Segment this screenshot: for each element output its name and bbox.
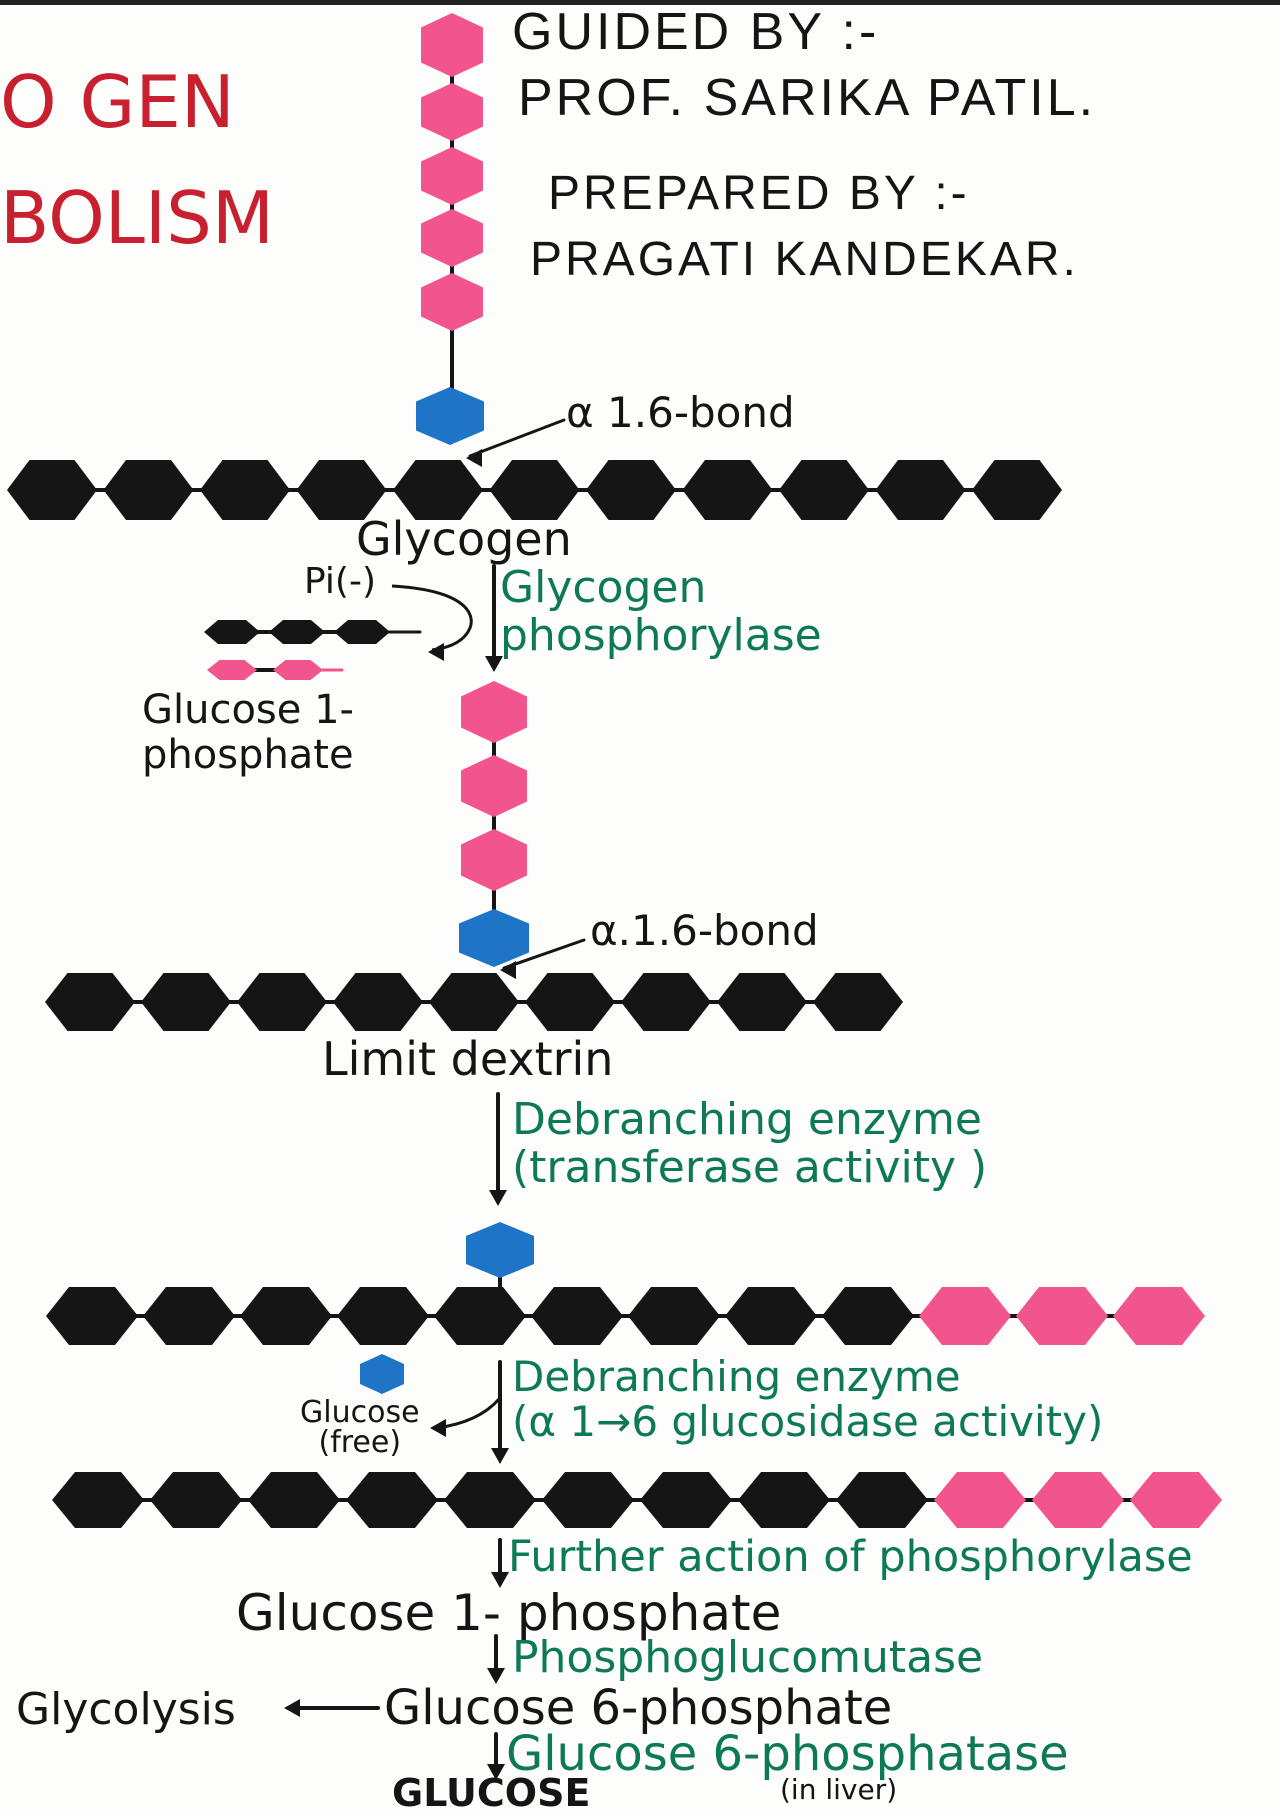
structure-4-main-chain-unit-9 <box>934 1472 1026 1528</box>
glucose-free-label: Glucose (free) <box>300 1395 420 1460</box>
limit-dextrin-main-chain-unit-5 <box>525 973 615 1031</box>
structure-3-main-chain-unit-11 <box>1113 1287 1205 1345</box>
limit-dextrin-main-chain-unit-0 <box>45 973 135 1031</box>
structure-4-main-chain-unit-2 <box>248 1472 340 1528</box>
structure-3-main-chain-unit-8 <box>822 1287 914 1345</box>
phosphoglucomutase-label: Phosphoglucomutase <box>512 1632 984 1683</box>
step-3-arrow-head <box>491 1448 509 1464</box>
glucose-6-phosphate-label: Glucose 6-phosphate <box>384 1680 893 1736</box>
top-border-line <box>0 0 1280 5</box>
structure-4-main-chain-unit-10 <box>1032 1472 1124 1528</box>
glycogen-main-chain-unit-9 <box>875 460 966 520</box>
glycogen-branch-unit-1 <box>421 83 483 141</box>
glycogen-branch-unit-top <box>421 13 483 71</box>
limit-dextrin-branch-unit-2 <box>461 829 527 891</box>
structure-4-main-chain-unit-8 <box>836 1472 928 1528</box>
limit-dextrin-branch-point-unit <box>459 909 529 967</box>
glycogen-branch-point-unit <box>416 387 484 445</box>
alpha-bond-pointer-2 <box>502 938 586 970</box>
step-5-arrow-head <box>487 1668 505 1684</box>
debranching-transferase-label: Debranching enzyme (transferase activity… <box>512 1094 988 1193</box>
guided-by-heading: GUIDED BY :- <box>512 3 880 61</box>
structure-3-main-chain-unit-1 <box>143 1287 235 1345</box>
structure-3-main-chain-unit-10 <box>1016 1287 1108 1345</box>
glycogen-main-chain-unit-3 <box>296 460 387 520</box>
limit-dextrin-main-chain-unit-2 <box>237 973 327 1031</box>
glucose-6-phosphatase-label: Glucose 6-phosphatase <box>506 1726 1069 1782</box>
alpha-bond-label-2: α.1.6-bond <box>590 906 819 955</box>
glycogen-main-chain-unit-2 <box>200 460 290 520</box>
guide-name: PROF. SARIKA PATIL. <box>518 69 1097 127</box>
preparer-name: PRAGATI KANDEKAR. <box>530 233 1079 286</box>
limit-dextrin-main-chain-unit-8 <box>813 973 903 1031</box>
limit-dextrin-main-chain-unit-6 <box>621 973 711 1031</box>
pi-curve-arrow <box>391 584 473 652</box>
glycogen-label: Glycogen <box>356 512 572 566</box>
alpha-bond-pointer-1 <box>468 418 566 458</box>
structure-3-main-chain-unit-4 <box>434 1287 526 1345</box>
glycogen-main-chain-unit-7 <box>682 460 773 520</box>
glycogen-branch-unit-3 <box>421 209 483 267</box>
released-black-chain-unit-1 <box>269 620 325 644</box>
pi-label: Pi(-) <box>304 561 376 602</box>
title-line-2: BOLISM <box>0 176 274 260</box>
glucose-1-phosphate-label: Glucose 1- phosphate <box>236 1584 782 1642</box>
glycogen-phosphorylase-label: Glycogen phosphorylase <box>500 562 822 662</box>
glucose-final-label: GLUCOSE <box>392 1771 591 1815</box>
alpha-bond-pointer-1-head <box>466 449 482 467</box>
structure-3-main-chain-unit-0 <box>46 1287 138 1345</box>
structure-3-main-chain-unit-7 <box>725 1287 817 1345</box>
structure-4-main-chain-unit-7 <box>738 1472 830 1528</box>
step-2-arrow-head <box>489 1190 507 1206</box>
structure-4-main-chain-unit-4 <box>444 1472 536 1528</box>
structure-4-main-chain-unit-5 <box>542 1472 634 1528</box>
glycogen-branch-unit-2 <box>421 147 483 205</box>
structure-3-main-chain-unit-3 <box>337 1287 429 1345</box>
in-liver-label: (in liver) <box>780 1773 898 1806</box>
further-phosphorylase-label: Further action of phosphorylase <box>508 1532 1193 1582</box>
glycogen-branch-unit-4 <box>421 273 483 331</box>
debranching-glucosidase-label: Debranching enzyme (α 1→6 glucosidase ac… <box>512 1352 1104 1447</box>
alpha-bond-label-1: α 1.6-bond <box>566 388 795 437</box>
structure-4-main-chain-unit-0 <box>52 1472 144 1528</box>
limit-dextrin-label: Limit dextrin <box>322 1032 614 1086</box>
free-glucose-unit <box>360 1354 404 1394</box>
glycogen-main-chain-unit-4 <box>393 460 483 520</box>
title-line-1: O GEN <box>0 60 235 144</box>
pi-curve-arrow-head <box>428 643 444 661</box>
alpha-bond-pointer-2-head <box>500 961 516 979</box>
glycogen-main-chain-unit-6 <box>586 460 676 520</box>
structure-4-main-chain-unit-3 <box>346 1472 438 1528</box>
glycogen-main-chain-unit-5 <box>489 460 580 520</box>
limit-dextrin-branch-unit-1 <box>461 755 527 817</box>
limit-dextrin-main-chain-unit-4 <box>429 973 519 1031</box>
structure-4-main-chain-unit-11 <box>1130 1472 1222 1528</box>
glucose-1-phosphate-small-label: Glucose 1- phosphate <box>142 687 354 778</box>
step-4-arrow-head <box>491 1572 509 1588</box>
glycogen-main-chain-unit-8 <box>779 460 869 520</box>
limit-dextrin-main-chain-unit-3 <box>333 973 423 1031</box>
released-pink-chain-unit-0 <box>207 660 257 680</box>
glycogen-main-chain-unit-1 <box>103 460 194 520</box>
limit-dextrin-main-chain-unit-7 <box>717 973 807 1031</box>
step-6-arrow-head <box>487 1764 505 1780</box>
glycolysis-label: Glycolysis <box>16 1684 236 1735</box>
glycogen-main-chain-unit-10 <box>972 460 1062 520</box>
structure-3-branch-unit <box>466 1222 534 1278</box>
structure-3-main-chain-unit-6 <box>628 1287 720 1345</box>
glycolysis-arrow-head <box>284 1699 300 1717</box>
free-glucose-curve-arrow-head <box>430 1419 446 1437</box>
structure-3-main-chain-unit-2 <box>240 1287 332 1345</box>
structure-3-main-chain-unit-5 <box>531 1287 623 1345</box>
prepared-by-heading: PREPARED BY :- <box>548 167 970 220</box>
glycogen-main-chain-unit-0 <box>7 460 97 520</box>
released-black-chain-unit-0 <box>204 620 260 644</box>
limit-dextrin-main-chain-unit-1 <box>141 973 231 1031</box>
step-1-arrow-head <box>485 656 503 672</box>
structure-4-main-chain-unit-6 <box>640 1472 732 1528</box>
structure-4-main-chain-unit-1 <box>150 1472 242 1528</box>
structure-3-main-chain-unit-9 <box>919 1287 1011 1345</box>
limit-dextrin-branch-unit-0 <box>461 681 527 743</box>
